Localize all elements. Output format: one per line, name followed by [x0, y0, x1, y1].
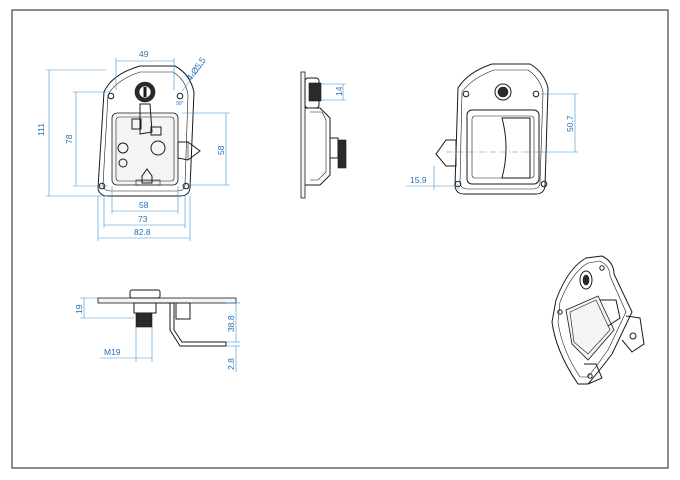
front-view — [97, 65, 201, 197]
dim-overall-height: 111 — [36, 123, 46, 136]
dim-flange-height: 19 — [74, 304, 84, 314]
bottom-view-dimensions: 19 M19 38.8 2.8 — [74, 297, 240, 372]
side-view — [300, 71, 347, 199]
dim-thread: M19 — [104, 347, 121, 357]
dim-recess-width: 58 — [139, 200, 149, 210]
dim-angle: 90° — [176, 101, 184, 107]
dim-thickness: 2.8 — [226, 358, 236, 370]
rear-view-dimensions: 50.7 15.9 — [406, 93, 578, 190]
bottom-view — [97, 289, 237, 347]
dim-rear-height: 50.7 — [565, 115, 575, 132]
dim-inner-height: 78 — [64, 134, 74, 144]
dim-hole: 4-Ø5.5 — [184, 55, 207, 82]
rear-view — [435, 63, 549, 195]
dim-recess-height: 58 — [216, 145, 226, 155]
dim-rear-offset: 15.9 — [410, 175, 427, 185]
side-view-dimensions: 14 — [321, 83, 346, 101]
isometric-view — [551, 255, 645, 385]
sheet-border — [11, 9, 669, 469]
dim-top-width: 49 — [139, 49, 149, 59]
dim-mid-width: 73 — [138, 214, 148, 224]
dim-overall-width: 82.8 — [134, 227, 151, 237]
dim-depth: 38.8 — [226, 315, 236, 332]
dim-cylinder: 14 — [334, 86, 344, 96]
